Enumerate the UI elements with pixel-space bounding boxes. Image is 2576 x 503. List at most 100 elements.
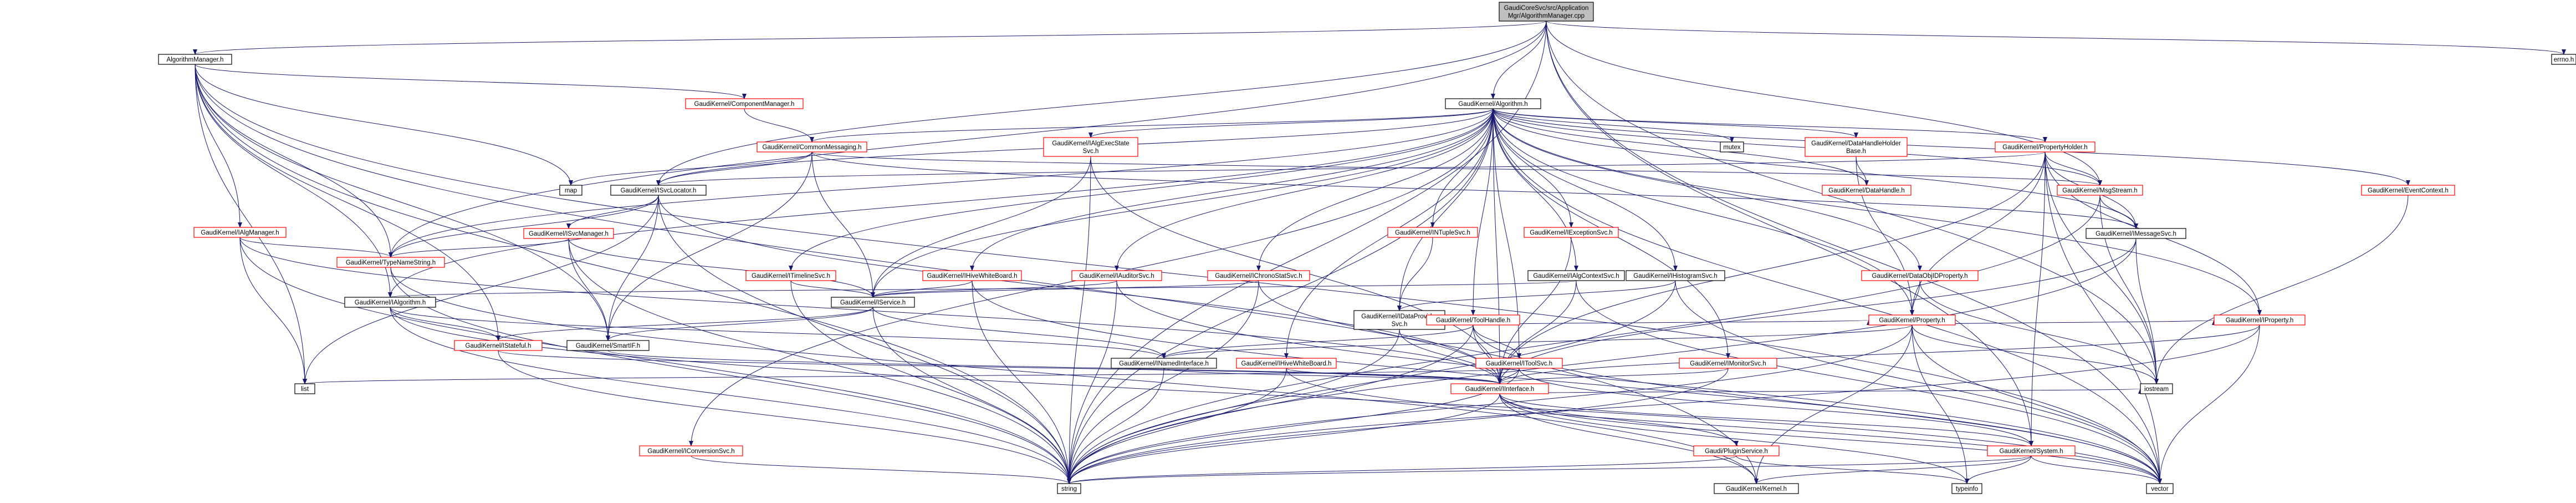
include-node[interactable]: GaudiKernel/IInterface.h [1450,383,1549,394]
node-label: Svc.h [1392,321,1408,328]
include-edge [1430,108,1494,228]
include-node[interactable]: GaudiKernel/IService.h [831,297,915,308]
include-edge [2045,151,2159,384]
include-edge [1499,393,1969,484]
include-edge [195,64,242,228]
include-edge [1162,324,1913,359]
include-node[interactable]: GaudiKernel/ToolHandle.h [1426,314,1520,326]
include-node[interactable]: GaudiKernel/CommonMessaging.h [757,141,867,153]
include-node[interactable]: map [559,185,582,196]
include-node[interactable]: mutex [1720,141,1744,153]
include-edge [389,238,569,258]
node-label: map [565,187,577,194]
include-edge [1491,21,1547,99]
node-label: GaudiKernel/IMessageSvc.h [2095,231,2176,237]
include-node[interactable]: GaudiKernel/IProperty.h [2214,314,2306,326]
node-box [639,445,743,456]
node-label: GaudiKernel/ToolHandle.h [1436,317,1510,324]
node-label: GaudiKernel/IAlgExecState [1052,140,1129,147]
include-edge [568,238,875,298]
include-edge [744,108,814,143]
node-label: GaudiKernel/IHiveWhiteBoard.h [927,273,1018,280]
include-node[interactable]: GaudiKernel/IChronoStatSvc.h [1207,270,1310,281]
include-node[interactable]: GaudiKernel/TypeNameString.h [336,257,445,268]
node-box [1995,141,2095,153]
include-node[interactable]: GaudiKernel/INamedInterface.h [1111,358,1217,369]
include-edge [1116,280,2162,484]
include-edge [389,280,1577,298]
include-node[interactable]: iostream [2140,383,2173,394]
include-node[interactable]: GaudiKernel/DataHandle.h [1822,185,1911,196]
include-node[interactable]: GaudiKernel/Kernel.h [1714,483,1799,494]
include-node[interactable]: GaudiKernel/IExceptionSvc.h [1524,227,1619,238]
include-node[interactable]: GaudiKernel/Algorithm.h [1445,98,1541,109]
include-edge [1493,108,1858,138]
include-node[interactable]: GaudiKernel/INTupleSvc.h [1387,227,1478,238]
include-edge [872,307,1071,484]
include-edge [1493,108,2410,186]
include-node[interactable]: errno.h [2551,54,2576,65]
include-edge [498,350,1502,384]
include-edge [1397,237,1433,311]
include-node[interactable]: GaudiKernel/PropertyHolder.h [1995,141,2095,153]
include-edge [1067,324,2260,484]
include-node[interactable]: GaudiKernel/IHiveWhiteBoard.h [922,270,1022,281]
include-node[interactable]: GaudiKernel/IToolSvc.h [1475,358,1563,369]
include-node[interactable]: GaudiKernel/ITimelineSvc.h [745,270,836,281]
include-node[interactable]: GaudiKernel/MsgStream.h [2057,185,2143,196]
include-node[interactable]: GaudiKernel/IAlgManager.h [193,227,287,238]
include-edge [1067,455,2032,484]
node-box [2140,383,2173,394]
include-edge [195,64,392,298]
include-edge [1736,455,1969,484]
include-node[interactable]: list [294,383,315,394]
include-node[interactable]: GaudiKernel/IMessageSvc.h [2086,228,2186,239]
include-node[interactable]: string [1057,483,1081,494]
include-edge [972,280,2162,484]
include-node[interactable]: GaudiKernel/IMonitorSvc.h [1679,358,1777,369]
include-edge [389,21,1547,258]
include-edge [1473,324,1502,384]
include-node[interactable]: typeinfo [1951,483,1982,494]
dependency-nodes: GaudiCoreSvc/src/ApplicationMgr/Algorith… [158,2,2576,494]
include-node[interactable]: GaudiKernel/EventContext.h [2361,185,2455,196]
include-node[interactable]: GaudiKernel/IStateful.h [454,340,543,351]
include-node[interactable]: GaudiKernel/System.h [1987,445,2076,456]
include-node[interactable]: Gaudi/PluginService.h [1693,445,1780,456]
include-node[interactable]: GaudiKernel/IAlgorithm.h [344,297,436,308]
node-label: iostream [2144,386,2169,393]
include-node[interactable]: GaudiKernel/IAlgContextSvc.h [1527,270,1625,281]
include-edge [390,267,1759,484]
include-node[interactable]: vector [2146,483,2174,494]
node-box [745,270,836,281]
node-box [1057,483,1081,494]
node-box [1868,314,1956,326]
include-edge [1067,280,1259,484]
include-node[interactable]: GaudiKernel/Property.h [1868,314,1956,326]
include-edge [1067,393,1500,484]
node-label: GaudiKernel/System.h [1999,448,2063,455]
include-node[interactable]: GaudiKernel/SmartIF.h [566,340,650,351]
include-edge [1067,195,2100,484]
include-edge [970,108,1494,271]
include-edge [1067,156,1091,484]
include-edge [606,307,873,341]
include-node[interactable]: GaudiKernel/IAuditorSvc.h [1071,270,1162,281]
include-edge [1675,280,2162,484]
include-node[interactable]: GaudiKernel/IHiveWhiteBoard.h [1236,358,1337,369]
node-label: errno.h [2554,57,2574,63]
include-node[interactable]: GaudiKernel/IConversionSvc.h [639,445,743,456]
include-node[interactable]: AlgorithmManager.h [158,54,232,65]
root-file-node: GaudiCoreSvc/src/ApplicationMgr/Algorith… [1499,2,1594,22]
include-node[interactable]: GaudiKernel/ComponentManager.h [685,98,804,109]
node-box [193,227,287,238]
include-node[interactable]: GaudiKernel/ISvcLocator.h [610,185,707,196]
include-node[interactable]: GaudiKernel/DataObjIDProperty.h [1861,270,1979,281]
include-edge [1754,324,1913,484]
include-edge [1911,324,2159,384]
include-node[interactable]: GaudiKernel/ISvcManager.h [523,228,614,239]
include-node[interactable]: GaudiKernel/IHistogramSvc.h [1626,270,1725,281]
